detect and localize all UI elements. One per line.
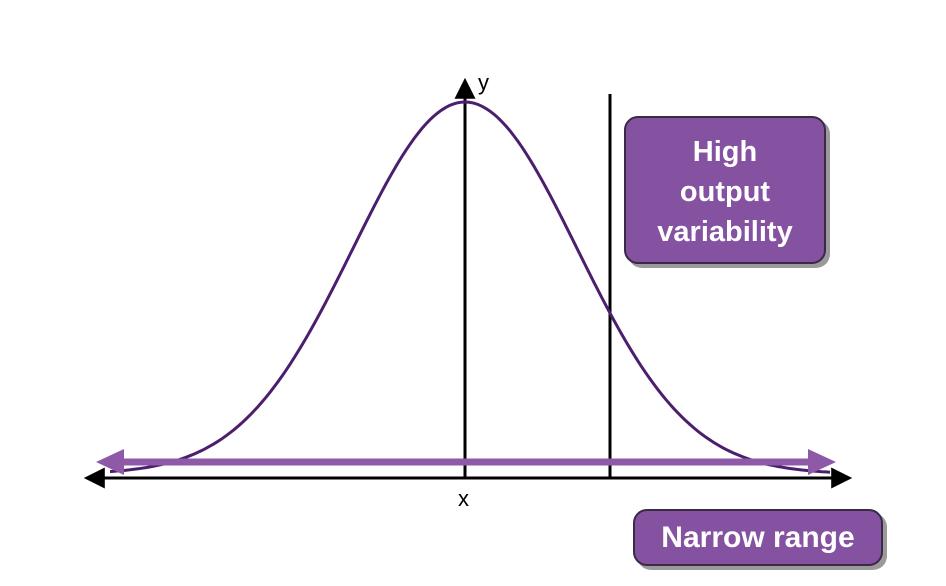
x-axis-label: x bbox=[458, 486, 469, 511]
narrow-range-callout: Narrow range bbox=[633, 509, 883, 566]
bell-curve bbox=[109, 100, 831, 474]
narrow-range-arrow bbox=[96, 449, 836, 475]
y-axis-label: y bbox=[478, 70, 489, 95]
callout-line: High bbox=[692, 136, 758, 168]
callout-line: variability bbox=[657, 216, 793, 248]
high-output-variability-callout: High output variability bbox=[624, 116, 826, 264]
callout-line: output bbox=[679, 176, 771, 208]
